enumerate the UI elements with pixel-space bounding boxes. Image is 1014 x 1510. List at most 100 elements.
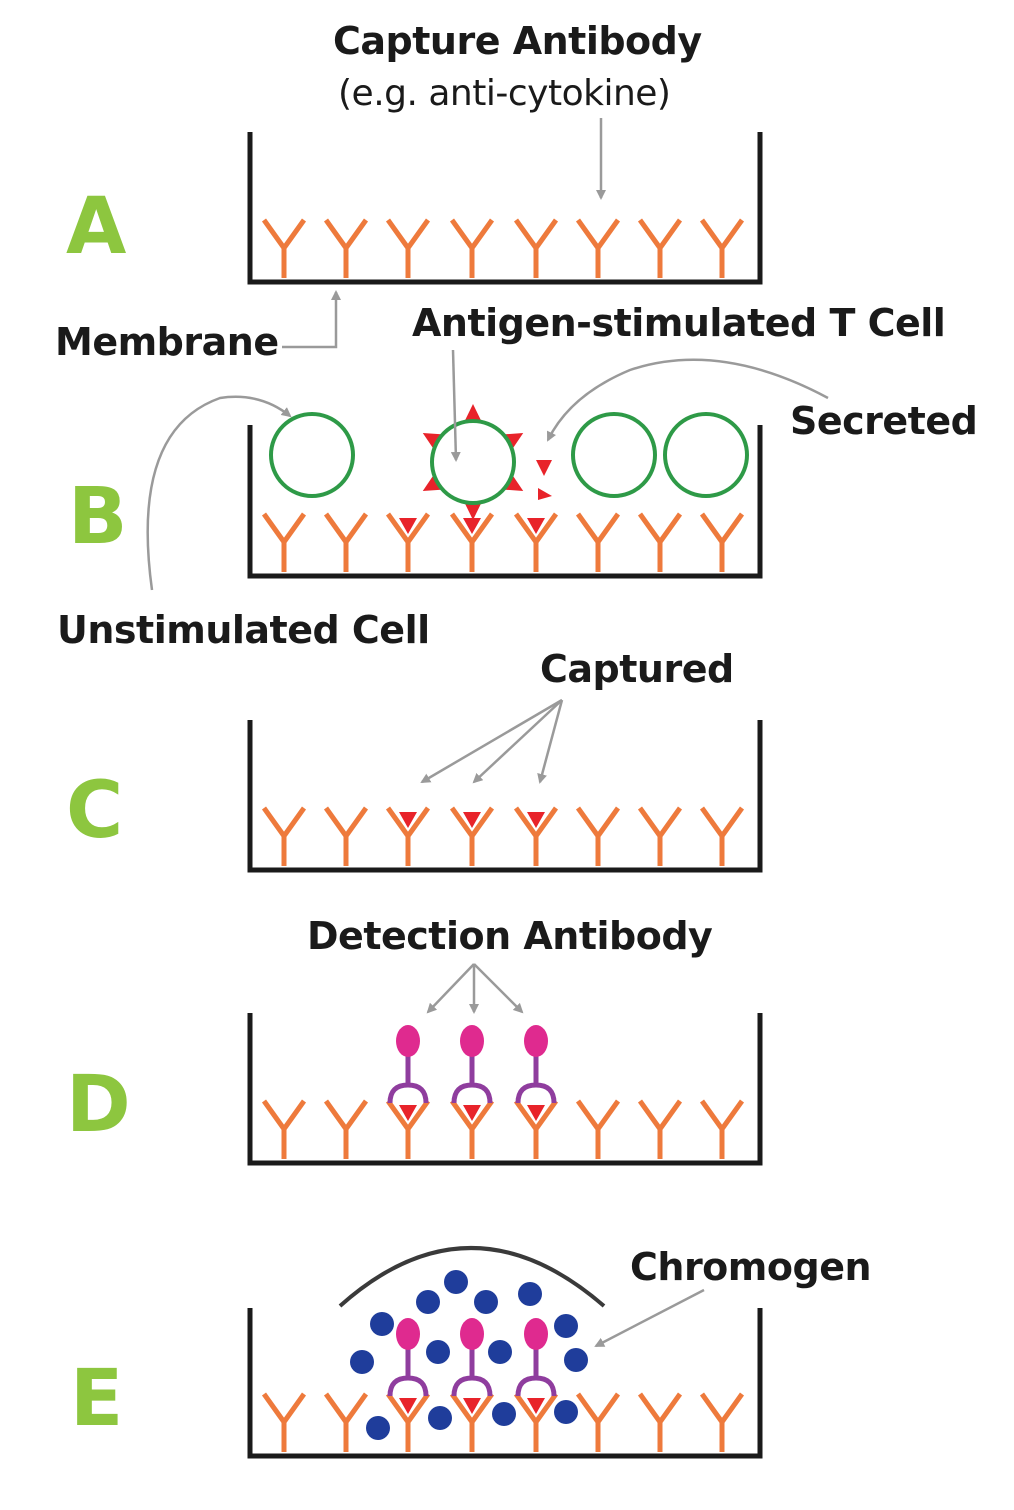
capture-antibody xyxy=(261,1099,307,1159)
chromogen-particle xyxy=(518,1282,542,1306)
capture-antibody-shape xyxy=(513,218,559,278)
capture-antibody xyxy=(449,512,495,572)
capture-antibody xyxy=(637,218,683,278)
capture-antibody-shape xyxy=(575,1099,621,1159)
detection-enzyme xyxy=(460,1025,484,1057)
detection-antibody xyxy=(451,1025,493,1104)
panel-e xyxy=(247,1246,763,1459)
capture-antibody-shape xyxy=(637,512,683,572)
panel-a xyxy=(247,132,763,285)
detection-enzyme xyxy=(524,1025,548,1057)
capture-antibody xyxy=(261,806,307,866)
capture-antibody xyxy=(449,1025,495,1159)
capture-antibody-shape xyxy=(699,1392,745,1452)
membrane-well xyxy=(247,1013,763,1166)
capture-antibody xyxy=(699,806,745,866)
capture-antibody xyxy=(637,512,683,572)
detection-enzyme xyxy=(524,1318,548,1350)
chromogen-particle xyxy=(488,1340,512,1364)
capture-antibody-shape xyxy=(323,1099,369,1159)
captured-cytokine xyxy=(399,1398,417,1414)
chromogen-particle xyxy=(564,1348,588,1372)
capture-antibody xyxy=(513,806,559,866)
capture-antibody-shape xyxy=(323,218,369,278)
capture-antibody-shape xyxy=(385,806,431,866)
captured-cytokine xyxy=(527,812,545,828)
capture-antibody-shape xyxy=(261,512,307,572)
capture-antibody xyxy=(699,1099,745,1159)
detection-antibody-arms xyxy=(387,1082,429,1104)
detection-antibody-arms xyxy=(515,1375,557,1397)
capture-antibody-shape xyxy=(261,1099,307,1159)
capture-antibody-shape xyxy=(385,512,431,572)
capture-antibody-shape xyxy=(699,806,745,866)
capture-antibody xyxy=(385,1318,431,1452)
capture-antibody xyxy=(699,512,745,572)
capture-antibody-shape xyxy=(637,218,683,278)
capture-antibody-shape xyxy=(261,1392,307,1452)
captured-cytokine xyxy=(399,1105,417,1121)
panel-letter-b: B xyxy=(68,472,128,562)
stimulated-cell-arrow xyxy=(450,349,461,462)
capture-antibody xyxy=(637,1099,683,1159)
capture-antibody-shape xyxy=(323,806,369,866)
capture-antibody-shape xyxy=(323,512,369,572)
panel-letter-a: A xyxy=(66,182,127,272)
detection-antibody-arms xyxy=(451,1082,493,1104)
membrane-well xyxy=(247,132,763,285)
capture-antibody xyxy=(385,1025,431,1159)
captured-cytokine xyxy=(463,1105,481,1121)
chromogen-arrow xyxy=(594,1288,705,1348)
captured-cytokine xyxy=(527,1105,545,1121)
capture-antibody-shape xyxy=(513,1099,559,1159)
membrane-label: Membrane xyxy=(55,320,279,364)
capture-antibody-shape xyxy=(699,218,745,278)
capture-antibody-shape xyxy=(323,1392,369,1452)
capture-antibody xyxy=(575,1099,621,1159)
capture-antibody xyxy=(385,806,431,866)
captured-cytokine xyxy=(527,518,545,534)
detection-antibody xyxy=(515,1318,557,1397)
chromogen-particle xyxy=(492,1402,516,1426)
capture-antibody-shape xyxy=(575,512,621,572)
capture-antibody-shape xyxy=(575,218,621,278)
panel-c xyxy=(247,720,763,873)
unstimulated-cell xyxy=(571,412,657,498)
capture-antibody xyxy=(449,218,495,278)
membrane-well xyxy=(247,1308,763,1459)
secreted-cytokine xyxy=(538,488,552,500)
detection-enzyme xyxy=(396,1025,420,1057)
detection-antibody-arrow xyxy=(426,963,475,1014)
unstimulated-cell-arrow xyxy=(146,395,292,591)
captured-cytokine xyxy=(399,518,417,534)
capture-antibody xyxy=(513,1025,559,1159)
capture-antibody-shape xyxy=(449,218,495,278)
capture-antibody xyxy=(513,512,559,572)
capture-antibody-shape xyxy=(513,1392,559,1452)
capture-antibody-shape xyxy=(575,1392,621,1452)
capture-antibody-shape xyxy=(513,806,559,866)
capture-antibody-shape xyxy=(449,1392,495,1452)
chromogen-particle xyxy=(350,1350,374,1374)
capture-antibody xyxy=(261,512,307,572)
panel-letter-d: D xyxy=(66,1060,131,1150)
capture-antibody-shape xyxy=(385,218,431,278)
capture-antibody xyxy=(261,218,307,278)
unstimulated-cell xyxy=(663,412,749,498)
capture-antibody-shape xyxy=(385,1099,431,1159)
chromogen-particle xyxy=(366,1416,390,1440)
panel-letter-c: C xyxy=(66,766,124,856)
captured-arrow xyxy=(420,698,563,784)
capture-antibody-shape xyxy=(575,806,621,866)
panel-letter-e: E xyxy=(70,1354,124,1444)
captured-arrow xyxy=(472,699,563,784)
detection-antibody xyxy=(451,1318,493,1397)
captured-label: Captured xyxy=(540,647,734,691)
captured-cytokine xyxy=(463,812,481,828)
secreted-label: Secreted xyxy=(790,399,978,443)
detection-antibody xyxy=(387,1025,429,1104)
capture-antibody-shape xyxy=(637,1099,683,1159)
chromogen-particle xyxy=(474,1290,498,1314)
